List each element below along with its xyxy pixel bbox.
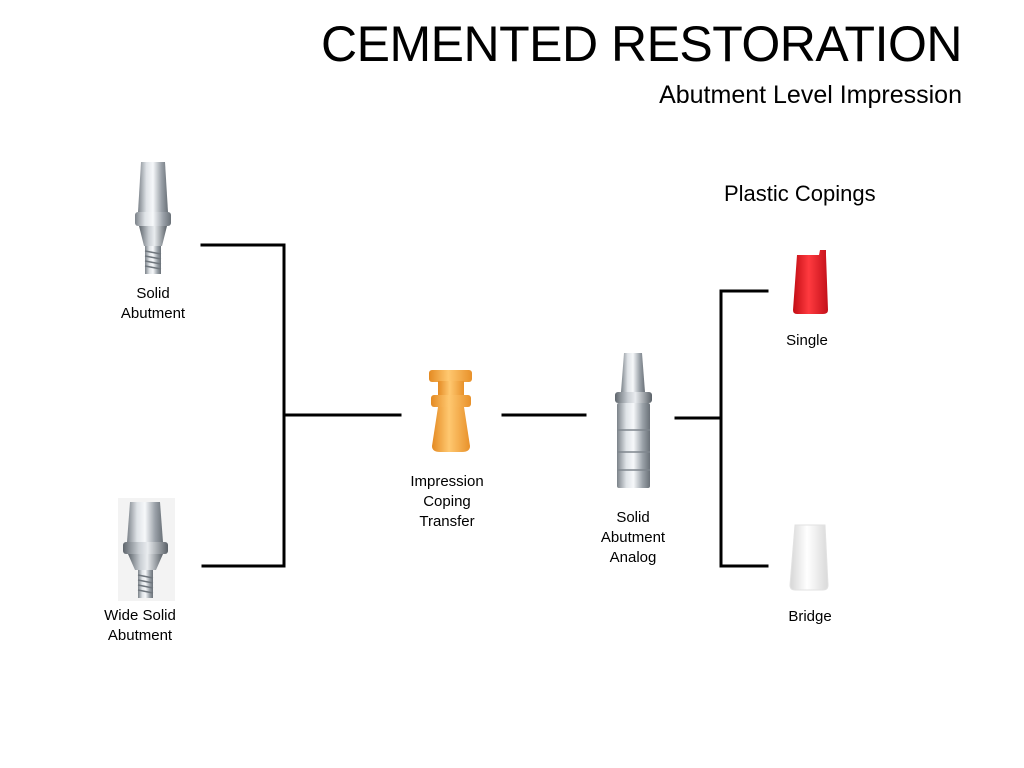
solid-abutment-analog-label: Solid Abutment Analog xyxy=(600,509,666,566)
slide-subtitle: Abutment Level Impression xyxy=(659,81,962,109)
slide-title: CEMENTED RESTORATION xyxy=(321,16,962,72)
bridge-coping-illustration xyxy=(789,524,829,591)
connector-solid-abutment xyxy=(200,243,286,568)
solid-abutment-illustration xyxy=(135,162,171,274)
impression-coping-transfer-label: Impression Coping Transfer xyxy=(410,473,484,530)
impression-coping-transfer-illustration xyxy=(429,370,472,452)
connector-copings-branch xyxy=(719,289,769,568)
wide-solid-abutment-illustration xyxy=(118,498,175,601)
single-coping-illustration xyxy=(793,250,828,314)
solid-abutment-label: Solid Abutment xyxy=(120,285,186,322)
connector-lines xyxy=(200,243,769,568)
single-coping-label: Single xyxy=(786,332,828,349)
solid-abutment-analog-illustration xyxy=(615,353,652,488)
wide-solid-abutment-label: Wide Solid Abutment xyxy=(104,607,176,644)
bridge-coping-label: Bridge xyxy=(788,608,832,625)
plastic-copings-heading: Plastic Copings xyxy=(724,181,876,206)
